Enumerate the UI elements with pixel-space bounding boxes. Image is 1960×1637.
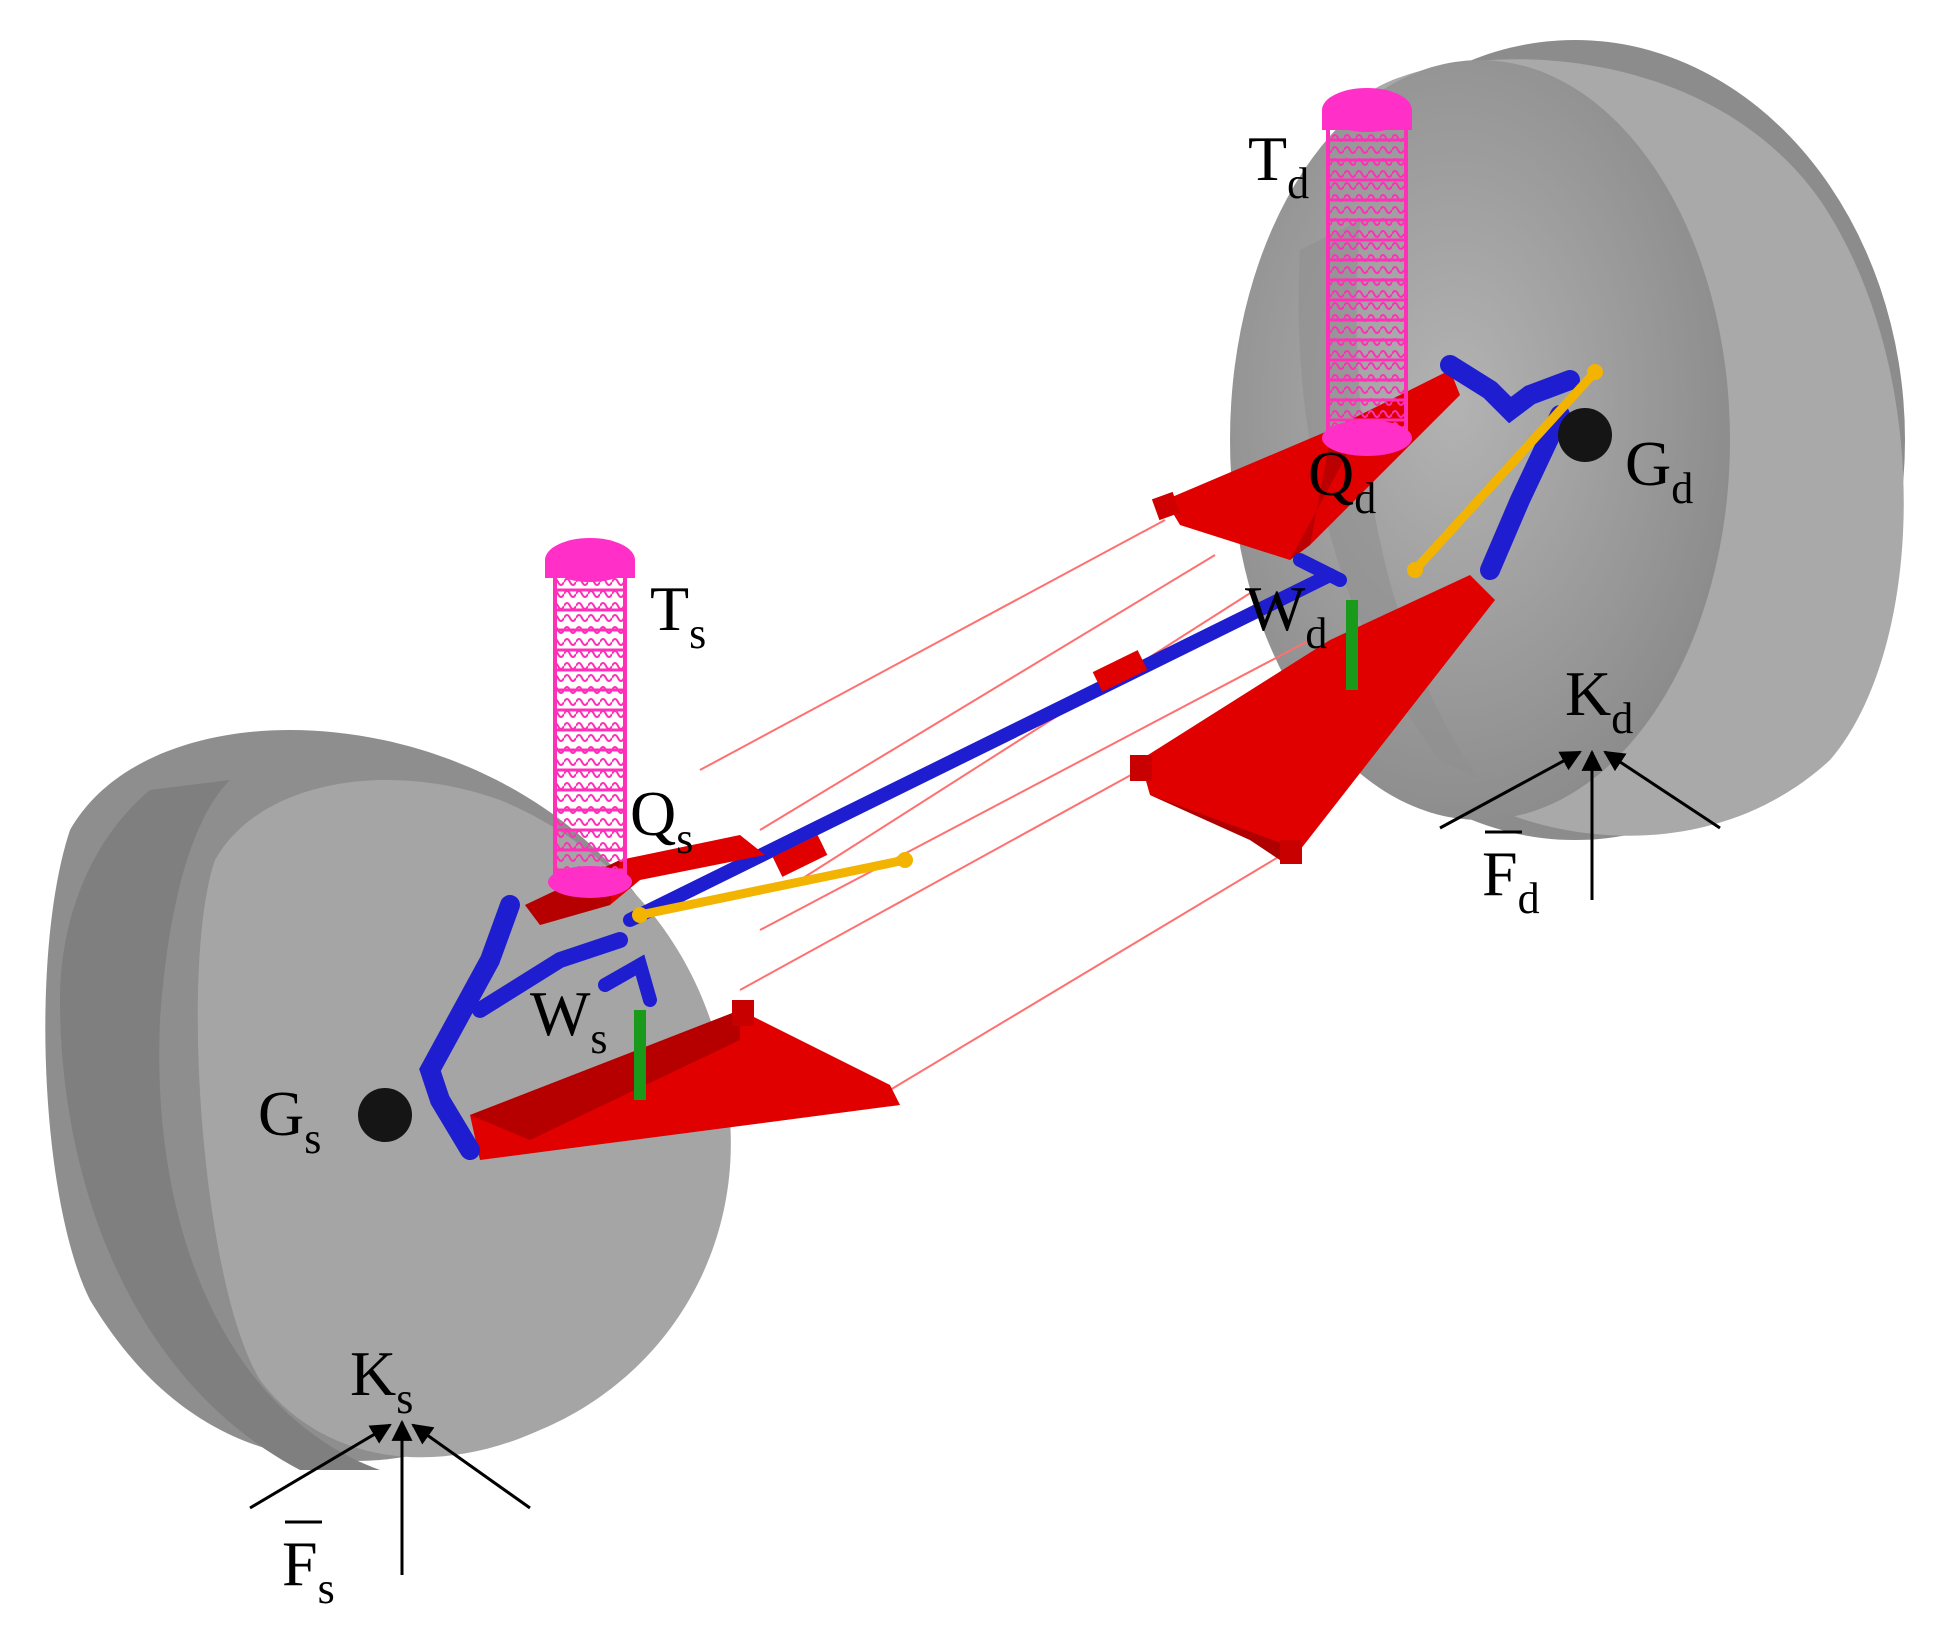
label-t-d: Td	[1248, 123, 1309, 208]
central-link	[623, 553, 1347, 927]
label-w-s: Ws	[530, 978, 608, 1063]
right-hub	[1558, 408, 1612, 462]
label-q-s: Qs	[630, 778, 693, 863]
label-f-s: Fs	[282, 1528, 335, 1613]
label-q-d: Qd	[1308, 438, 1376, 523]
left-force-arrows	[249, 1419, 531, 1575]
left-lower-wishbone	[470, 1000, 900, 1160]
right-spring	[1322, 88, 1412, 456]
right-force-arrows	[1439, 749, 1721, 900]
label-w-d: Wd	[1245, 573, 1327, 658]
label-t-s: Ts	[650, 573, 706, 658]
label-g-d: Gd	[1625, 428, 1693, 513]
label-k-s: Ks	[350, 1338, 413, 1423]
left-hub	[358, 1088, 412, 1142]
label-g-s: Gs	[258, 1078, 321, 1163]
left-yellow-tie-rod	[632, 852, 913, 923]
right-lower-wishbone	[1130, 575, 1495, 864]
guide-lines	[699, 519, 1311, 1091]
right-yellow-tie-rod	[1407, 364, 1603, 578]
left-upright	[419, 895, 657, 1160]
right-upright	[1440, 355, 1580, 580]
left-spring	[545, 538, 635, 898]
label-k-d: Kd	[1565, 658, 1633, 743]
label-f-d: Fd	[1482, 838, 1540, 923]
